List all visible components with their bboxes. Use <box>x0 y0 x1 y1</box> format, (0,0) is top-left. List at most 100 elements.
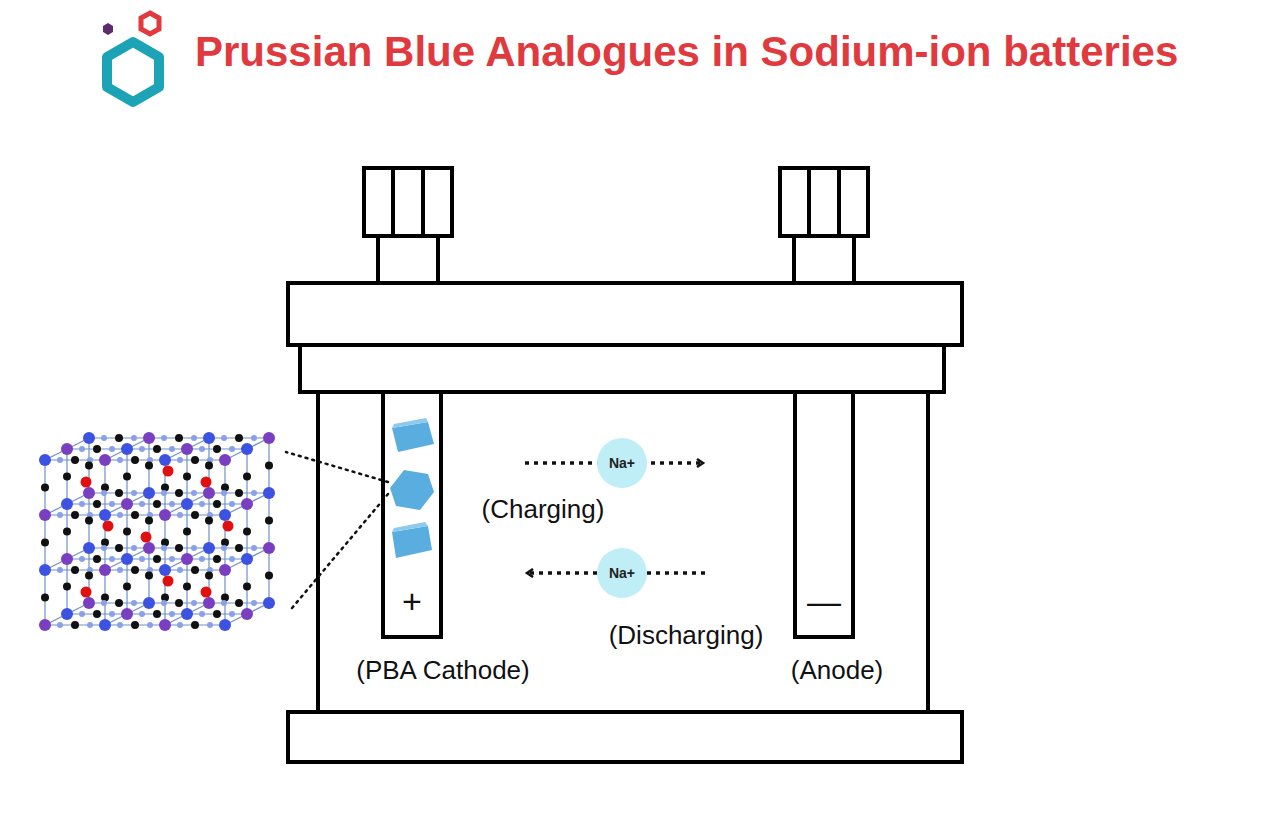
lattice-atom <box>99 564 111 576</box>
lattice-atom <box>221 435 227 441</box>
lattice-atom <box>251 600 257 606</box>
lattice-atom <box>177 567 183 573</box>
lattice-atom <box>181 443 193 455</box>
lattice-atom <box>115 599 123 607</box>
lattice-atom <box>57 512 63 518</box>
lattice-atom <box>61 608 73 620</box>
lattice-atom <box>63 473 71 481</box>
lattice-atom <box>93 445 101 453</box>
lattice-atom <box>181 608 193 620</box>
lattice-atom <box>177 512 183 518</box>
lattice-atom <box>63 583 71 591</box>
lattice-atom <box>39 619 51 631</box>
lattice-atom <box>131 435 137 441</box>
lattice-atom <box>263 487 275 499</box>
lattice-atom <box>131 456 139 464</box>
lattice-atom <box>117 457 123 463</box>
lattice-atom <box>103 521 114 532</box>
crystal-lattice <box>39 432 275 631</box>
lattice-atom <box>39 564 51 576</box>
lattice-atom <box>121 498 133 510</box>
lattice-atom <box>175 544 183 552</box>
lattice-atom <box>191 600 197 606</box>
polarity-sign: — <box>797 581 851 621</box>
lattice-atom <box>191 435 197 441</box>
lattice-atom <box>143 597 155 609</box>
lattice-atom <box>221 600 227 606</box>
lattice-atom <box>235 599 243 607</box>
lattice-atom <box>203 542 215 554</box>
lattice-atom <box>57 457 63 463</box>
lattice-atom <box>235 544 243 552</box>
lattice-atom <box>61 443 73 455</box>
lattice-atom <box>99 454 111 466</box>
lattice-atom <box>205 462 213 470</box>
lattice-atom <box>83 487 95 499</box>
lattice-atom <box>243 583 251 591</box>
lattice-atom <box>83 597 95 609</box>
lattice-atom <box>93 500 101 508</box>
lattice-atom <box>265 572 273 580</box>
lattice-atom <box>71 456 79 464</box>
lattice-atom <box>265 462 273 470</box>
lattice-atom <box>85 462 93 470</box>
lattice-atom <box>79 556 85 562</box>
lattice-atom <box>131 600 137 606</box>
lattice-atom <box>123 528 131 536</box>
lattice-atom <box>181 498 193 510</box>
lattice-atom <box>131 621 139 629</box>
lattice-atom <box>159 454 171 466</box>
lattice-atom <box>183 528 191 536</box>
lattice-atom <box>263 542 275 554</box>
lattice-atom <box>141 532 152 543</box>
lattice-atom <box>213 500 221 508</box>
lattice-atom <box>251 490 257 496</box>
lattice-atom <box>39 454 51 466</box>
lattice-atom <box>61 553 73 565</box>
lattice-atom <box>87 622 93 628</box>
lattice-atom <box>115 434 123 442</box>
process-label: (Discharging) <box>609 620 764 651</box>
lattice-atom <box>181 553 193 565</box>
lattice-atom <box>41 484 49 492</box>
lattice-atom <box>99 509 111 521</box>
lattice-atom <box>79 501 85 507</box>
lattice-atom <box>131 566 139 574</box>
lattice-atom <box>177 622 183 628</box>
electrode-label: (Anode) <box>791 655 884 686</box>
lattice-atom <box>199 446 205 452</box>
lattice-atom <box>115 544 123 552</box>
lattice-atom <box>241 608 253 620</box>
lattice-atom <box>39 509 51 521</box>
lattice-atom <box>229 611 235 617</box>
lattice-atom <box>161 600 167 606</box>
lattice-atom <box>199 501 205 507</box>
pba-crystals <box>390 418 434 558</box>
lattice-atom <box>139 446 145 452</box>
lattice-atom <box>219 619 231 631</box>
lattice-atom <box>221 490 227 496</box>
lattice-atom <box>93 610 101 618</box>
logo-icon <box>103 13 159 102</box>
lattice-atom <box>199 556 205 562</box>
lattice-atom <box>159 564 171 576</box>
lattice-atom <box>201 587 212 598</box>
lattice-atom <box>143 432 155 444</box>
lattice-atom <box>229 556 235 562</box>
title: Prussian Blue Analogues in Sodium-ion ba… <box>195 28 1178 76</box>
lattice-atom <box>159 509 171 521</box>
lattice-atom <box>251 545 257 551</box>
lattice-atom <box>163 466 174 477</box>
sodium-ion: Na+ <box>597 438 647 488</box>
lattice-atom <box>263 597 275 609</box>
ion-label: Na+ <box>609 455 635 471</box>
lattice-atom <box>139 611 145 617</box>
lattice-atom <box>79 446 85 452</box>
lattice-atom <box>123 473 131 481</box>
lattice-atom <box>57 622 63 628</box>
lattice-atom <box>203 597 215 609</box>
lattice-atom <box>219 454 231 466</box>
lattice-atom <box>161 545 167 551</box>
lattice-atom <box>169 556 175 562</box>
